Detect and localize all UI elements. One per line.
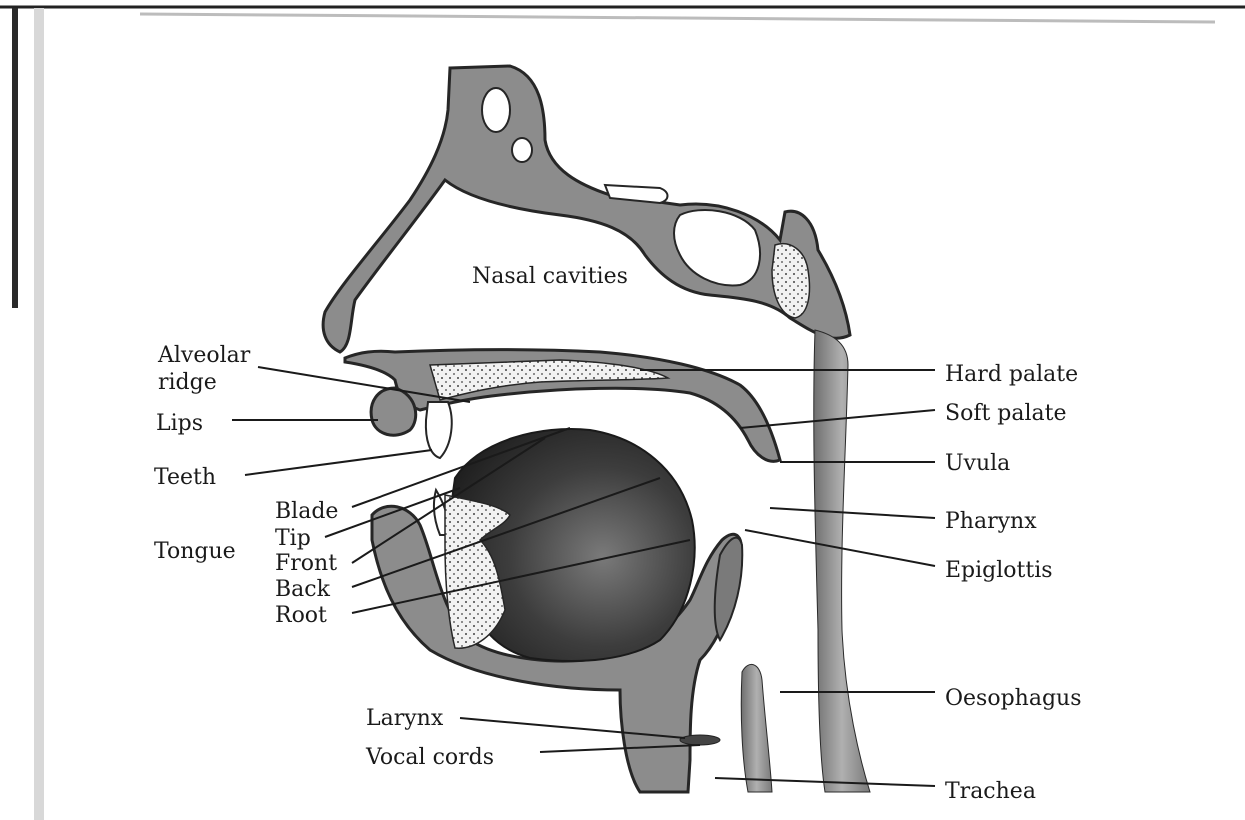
label-tongue: Tongue: [154, 539, 236, 564]
label-hard-palate: Hard palate: [945, 362, 1078, 387]
label-epiglottis: Epiglottis: [945, 558, 1053, 583]
label-back: Back: [275, 577, 331, 602]
label-teeth: Teeth: [154, 465, 216, 490]
label-blade: Blade: [275, 499, 338, 524]
label-trachea: Trachea: [945, 779, 1036, 804]
label-soft-palate: Soft palate: [945, 401, 1067, 426]
label-vocal-cords: Vocal cords: [365, 745, 494, 770]
vocal-cords-shape: [680, 735, 720, 745]
label-alveolar-ridge-1: Alveolar: [157, 343, 251, 368]
label-oesophagus: Oesophagus: [945, 686, 1082, 711]
label-alveolar-ridge-2: ridge: [158, 370, 217, 395]
label-lips: Lips: [156, 411, 203, 436]
label-uvula: Uvula: [945, 451, 1010, 476]
label-larynx: Larynx: [366, 706, 444, 731]
label-root: Root: [275, 603, 327, 628]
label-tip: Tip: [275, 526, 311, 551]
label-pharynx: Pharynx: [945, 509, 1037, 534]
label-nasal-cavities: Nasal cavities: [472, 264, 628, 289]
label-front: Front: [275, 551, 337, 576]
